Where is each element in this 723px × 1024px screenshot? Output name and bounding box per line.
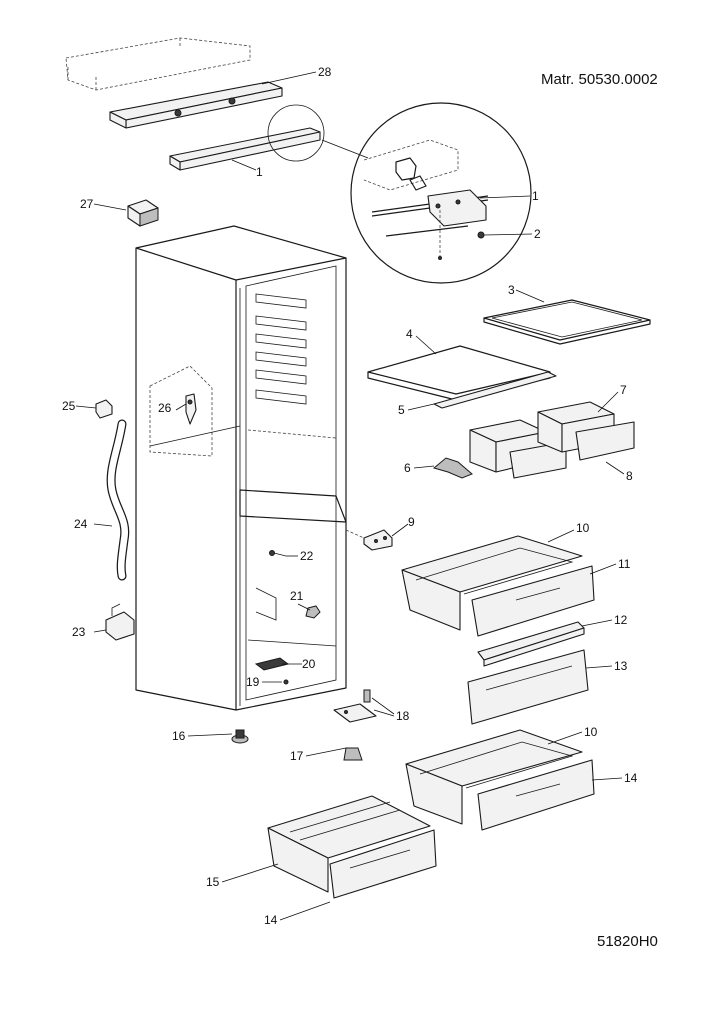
crisper-drawer-part-10-bottom bbox=[405, 729, 595, 831]
control-panel-part-28 bbox=[109, 81, 283, 129]
egg-tray-part-6 bbox=[432, 457, 473, 479]
label-16: 16 bbox=[172, 729, 186, 743]
label-25: 25 bbox=[62, 399, 76, 413]
box-part-7-right bbox=[537, 401, 635, 461]
detail-leader bbox=[321, 139, 369, 159]
material-code: Matr. 50530.0002 bbox=[541, 71, 658, 88]
cover-strip-part-1 bbox=[169, 127, 321, 171]
label-27: 27 bbox=[80, 197, 94, 211]
label-26: 26 bbox=[158, 401, 172, 415]
label-13: 13 bbox=[614, 659, 628, 673]
label-14-bottom: 14 bbox=[264, 913, 278, 927]
drawing-code: 51820H0 bbox=[597, 933, 658, 950]
clip-part-25 bbox=[95, 399, 113, 419]
label-11: 11 bbox=[618, 557, 631, 571]
cabinet-body bbox=[135, 225, 347, 711]
detail-view bbox=[350, 102, 532, 284]
label-15: 15 bbox=[206, 875, 220, 889]
label-12: 12 bbox=[614, 613, 628, 627]
pin-part-22 bbox=[269, 550, 287, 557]
drain-hose-inner bbox=[107, 420, 129, 580]
label-1-detail: 1 bbox=[532, 189, 539, 203]
label-21: 21 bbox=[290, 589, 304, 603]
foot-part-17 bbox=[343, 747, 363, 761]
label-8: 8 bbox=[626, 469, 633, 483]
detail-source-circle bbox=[267, 104, 325, 162]
label-18: 18 bbox=[396, 709, 410, 723]
bracket-part-23 bbox=[105, 603, 135, 641]
label-23: 23 bbox=[72, 625, 86, 639]
bracket-part-18 bbox=[333, 689, 377, 723]
label-4: 4 bbox=[406, 327, 413, 341]
part-labels: 28 1 1 2 3 4 5 6 7 8 9 10 11 12 13 10 14… bbox=[62, 65, 638, 927]
glass-shelf-part-3 bbox=[483, 299, 651, 345]
drawer-front-part-13 bbox=[467, 649, 589, 725]
screw-part-19 bbox=[283, 679, 289, 685]
freezer-drawer-part-15 bbox=[267, 795, 437, 899]
handle-strip-part-12 bbox=[477, 621, 585, 667]
label-3: 3 bbox=[508, 283, 515, 297]
label-5: 5 bbox=[398, 403, 405, 417]
foot-part-16 bbox=[231, 729, 249, 744]
label-10-bottom: 10 bbox=[584, 725, 598, 739]
label-7: 7 bbox=[620, 383, 627, 397]
label-2: 2 bbox=[534, 227, 541, 241]
crisper-drawer-part-10-top bbox=[401, 535, 595, 637]
top-panel-outline bbox=[65, 37, 251, 91]
label-9: 9 bbox=[408, 515, 415, 529]
label-17: 17 bbox=[290, 749, 304, 763]
front-strip-part-5 bbox=[433, 371, 557, 409]
leader-lines bbox=[75, 71, 625, 921]
label-22: 22 bbox=[300, 549, 314, 563]
glass-shelf-part-4 bbox=[367, 345, 551, 401]
label-10-top: 10 bbox=[576, 521, 590, 535]
label-28: 28 bbox=[318, 65, 332, 79]
label-6: 6 bbox=[404, 461, 411, 475]
hinge-cap-part-27 bbox=[127, 199, 159, 227]
label-14-right: 14 bbox=[624, 771, 638, 785]
label-20: 20 bbox=[302, 657, 316, 671]
label-24: 24 bbox=[74, 517, 88, 531]
key-part-26 bbox=[185, 393, 197, 425]
label-1: 1 bbox=[256, 165, 263, 179]
hinge-part-9 bbox=[345, 529, 393, 551]
knob-part-21 bbox=[305, 605, 321, 619]
label-19: 19 bbox=[246, 675, 260, 689]
